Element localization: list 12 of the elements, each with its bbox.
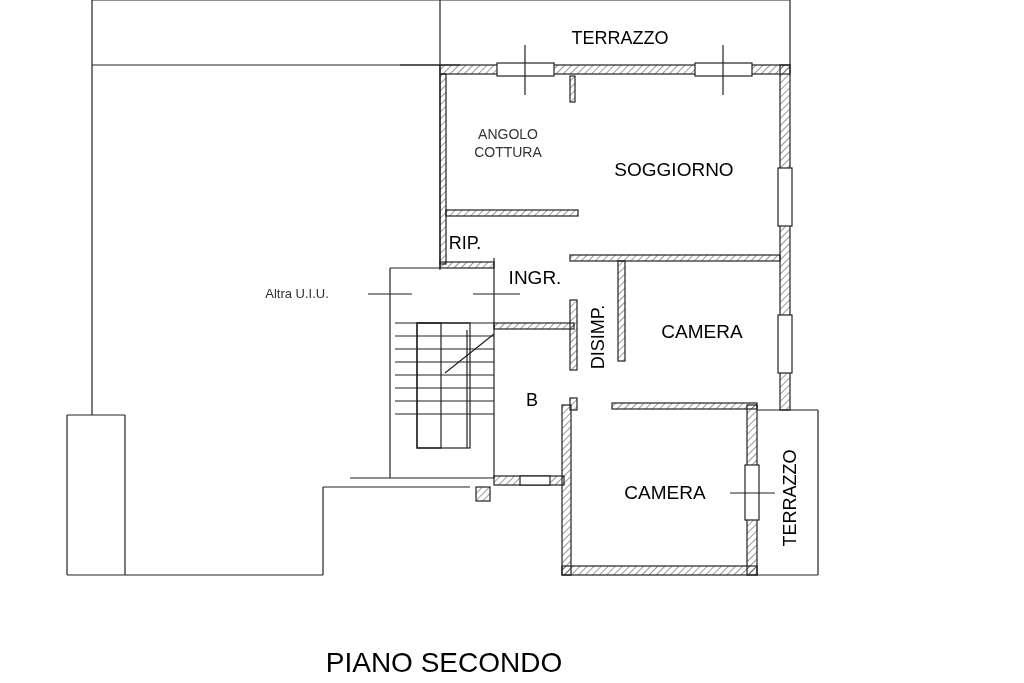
room-label: INGR. — [508, 266, 562, 290]
room-label: RIP. — [448, 231, 482, 255]
neighbour-unit-label: Altra U.I.U. — [265, 285, 329, 303]
room-label: DISIMP. — [586, 304, 609, 370]
room-label: TERRAZZO — [571, 26, 669, 50]
room-label: B — [526, 388, 538, 412]
room-label: ANGOLO COTTURA — [473, 125, 543, 161]
room-label: CAMERA — [624, 481, 706, 505]
room-label: SOGGIORNO — [614, 158, 734, 182]
floor-title: PIANO SECONDO — [325, 645, 563, 680]
room-label: TERRAZZO — [778, 449, 801, 547]
room-label: CAMERA — [661, 320, 743, 344]
